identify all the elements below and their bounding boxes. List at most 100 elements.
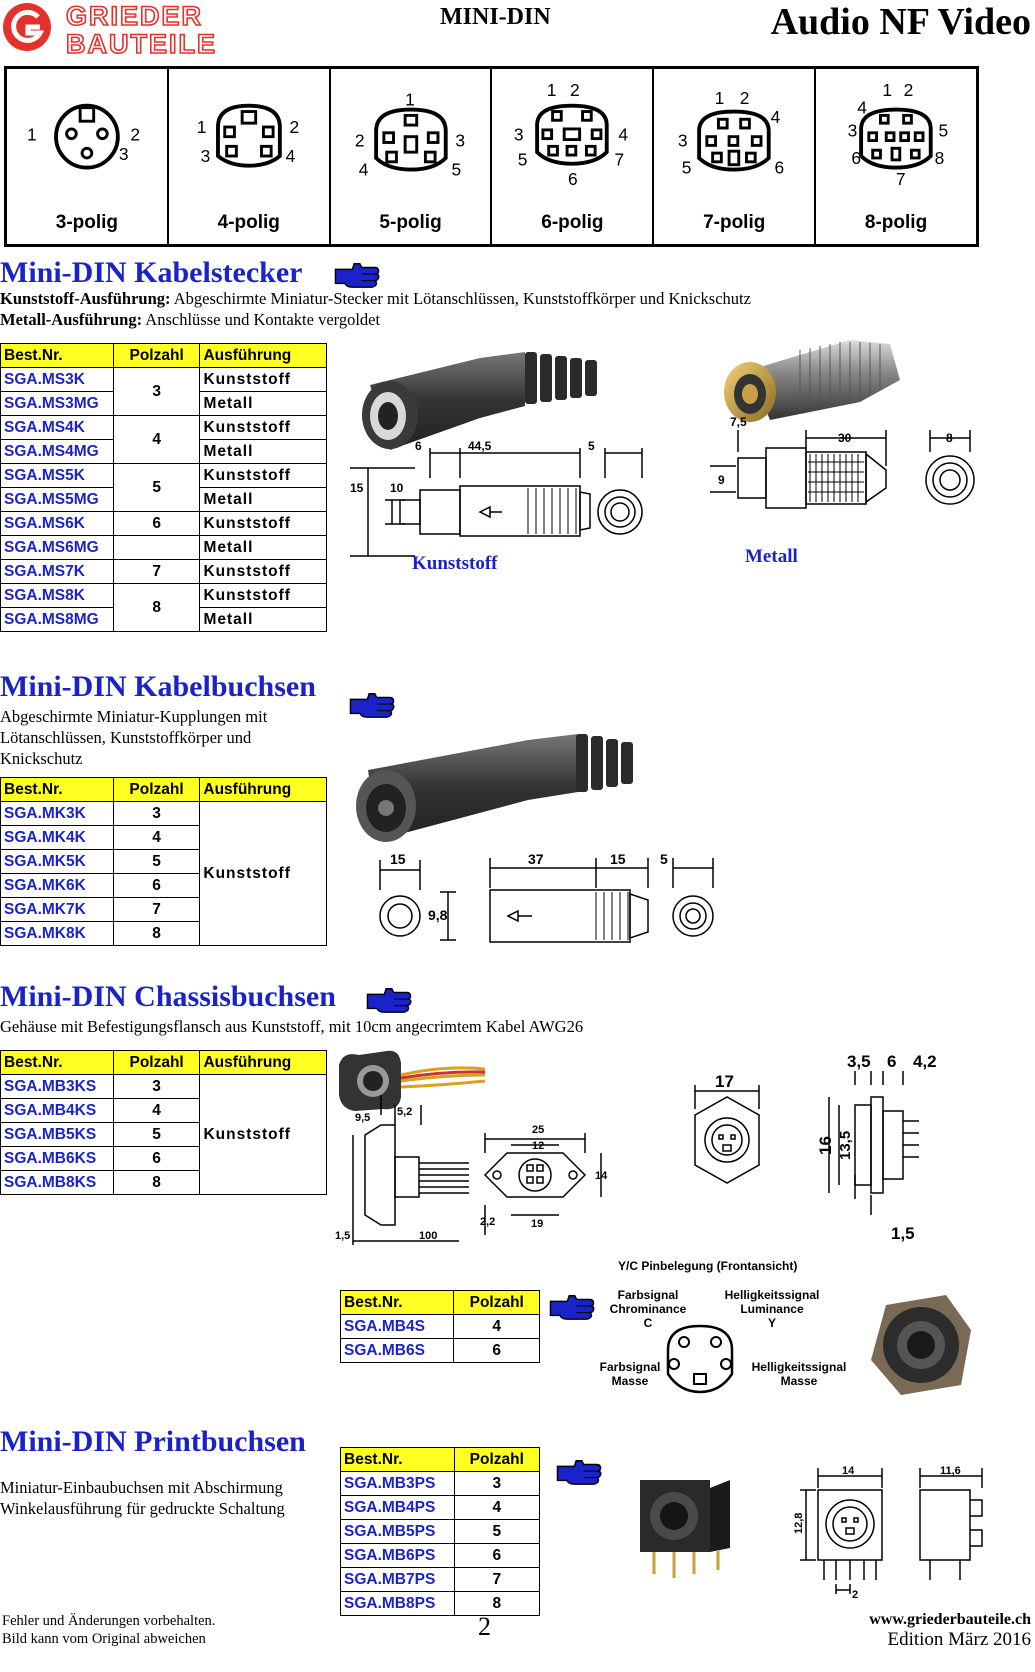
- part-number[interactable]: SGA.MK8K: [0, 921, 114, 946]
- part-number[interactable]: SGA.MB8KS: [0, 1170, 114, 1195]
- svg-text:19: 19: [531, 1218, 543, 1230]
- kabelbuchsen-title: Mini-DIN Kabelbuchsen: [0, 670, 316, 703]
- variant: Kunststoff: [199, 1074, 327, 1195]
- pole-count: [112, 535, 201, 560]
- part-number[interactable]: SGA.MB4KS: [0, 1098, 114, 1123]
- part-number[interactable]: SGA.MB4S: [339, 1314, 455, 1339]
- part-number[interactable]: SGA.MK3K: [0, 801, 114, 826]
- col-header-bestnr: Best.Nr.: [0, 1050, 114, 1075]
- pin-label-4pol: 4-polig: [217, 212, 280, 233]
- svg-text:5,2: 5,2: [397, 1106, 412, 1118]
- svg-text:2: 2: [570, 80, 580, 100]
- svg-text:3: 3: [514, 125, 524, 145]
- svg-text:1: 1: [197, 117, 207, 137]
- part-number[interactable]: SGA.MB6S: [339, 1338, 455, 1363]
- part-number[interactable]: SGA.MS5K: [0, 463, 114, 488]
- svg-text:3: 3: [200, 146, 210, 166]
- part-number[interactable]: SGA.MB3KS: [0, 1074, 114, 1099]
- variant: Metall: [199, 391, 327, 416]
- svg-text:1: 1: [547, 80, 557, 100]
- kabelstecker-desc-line1: Kunststoff-Ausführung: Abgeschirmte Mini…: [0, 289, 751, 308]
- part-number[interactable]: SGA.MB5KS: [0, 1122, 114, 1147]
- part-number[interactable]: SGA.MB3PS: [340, 1471, 455, 1496]
- col-header-bestnr: Best.Nr.: [0, 777, 114, 802]
- kabelbuchsen-desc: Abgeschirmte Miniatur-Kupplungen mit Löt…: [0, 706, 267, 769]
- svg-text:10: 10: [390, 481, 404, 495]
- svg-text:6: 6: [887, 1052, 896, 1071]
- col-header-bestnr: Best.Nr.: [340, 1447, 455, 1472]
- svg-text:13,5: 13,5: [837, 1131, 854, 1160]
- svg-text:100: 100: [419, 1230, 437, 1242]
- part-number[interactable]: SGA.MK5K: [0, 849, 114, 874]
- pole-count: 5: [112, 849, 201, 874]
- part-number[interactable]: SGA.MB4PS: [340, 1495, 455, 1520]
- pin-diagram-8pol: 1 2 4 3 5 6 8 7 8-polig: [816, 69, 976, 244]
- svg-text:1: 1: [27, 125, 37, 145]
- svg-text:9,5: 9,5: [355, 1112, 370, 1124]
- part-number[interactable]: SGA.MK4K: [0, 825, 114, 850]
- svg-text:12,8: 12,8: [793, 1513, 805, 1534]
- svg-text:3,5: 3,5: [847, 1052, 871, 1071]
- grieder-logo: GRIEDER BAUTEILE: [0, 0, 250, 60]
- part-number[interactable]: SGA.MS5MG: [0, 487, 114, 512]
- part-number[interactable]: SGA.MK6K: [0, 873, 114, 898]
- svg-text:4,2: 4,2: [913, 1052, 937, 1071]
- part-number[interactable]: SGA.MS7K: [0, 559, 114, 584]
- table-row: SGA.MS3MG Metall: [0, 391, 327, 416]
- svg-text:30: 30: [838, 431, 852, 445]
- pin-label-8pol: 8-polig: [864, 212, 928, 233]
- svg-text:11,6: 11,6: [940, 1465, 961, 1477]
- svg-text:4: 4: [358, 159, 368, 179]
- part-number[interactable]: SGA.MB6KS: [0, 1146, 114, 1171]
- table-header-row: Best.Nr. Polzahl Ausführung: [0, 343, 327, 368]
- variant: Kunststoff: [199, 367, 327, 392]
- footer-disclaimer: Fehler und Änderungen vorbehalten. Bild …: [2, 1612, 215, 1648]
- part-number[interactable]: SGA.MS6K: [0, 511, 114, 536]
- pin-7pol-icon: 1 2 3 4 5 6: [678, 88, 784, 178]
- part-number[interactable]: SGA.MS8MG: [0, 607, 114, 632]
- website-link[interactable]: www.griederbauteile.ch: [869, 1611, 1031, 1628]
- part-number[interactable]: SGA.MB6PS: [340, 1543, 455, 1568]
- part-number[interactable]: SGA.MS3K: [0, 367, 114, 392]
- part-number[interactable]: SGA.MS6MG: [0, 535, 114, 560]
- pin-5pol-icon: 1 2 3 4 5: [354, 90, 464, 180]
- svg-text:5: 5: [682, 157, 692, 177]
- part-number[interactable]: SGA.MS3MG: [0, 391, 114, 416]
- svg-text:7,5: 7,5: [730, 415, 747, 429]
- svg-text:8: 8: [946, 431, 953, 445]
- svg-text:2,2: 2,2: [480, 1216, 495, 1228]
- pin-4pol-icon: 1 2 3 4: [197, 103, 299, 168]
- col-header-polzahl: Polzahl: [112, 777, 201, 802]
- part-number[interactable]: SGA.MS4K: [0, 415, 114, 440]
- svg-text:1: 1: [715, 88, 725, 108]
- pin-diagram-7pol: 1 2 3 4 5 6 7-polig: [654, 69, 817, 244]
- part-number[interactable]: SGA.MS8K: [0, 583, 114, 608]
- kabelbuchsen-desc-line1: Abgeschirmte Miniatur-Kupplungen mit: [0, 707, 268, 726]
- kabelstecker-title: Mini-DIN Kabelstecker: [0, 256, 303, 289]
- svg-text:4: 4: [285, 146, 295, 166]
- part-number[interactable]: SGA.MK7K: [0, 897, 114, 922]
- variant: Kunststoff: [199, 801, 327, 946]
- pole-count: 8: [453, 1591, 541, 1616]
- chassis-socket-photo: [871, 1295, 971, 1395]
- part-number[interactable]: SGA.MB7PS: [340, 1567, 455, 1592]
- svg-text:15: 15: [350, 481, 364, 495]
- part-number[interactable]: SGA.MB8PS: [340, 1591, 455, 1616]
- part-number[interactable]: SGA.MB5PS: [340, 1519, 455, 1544]
- part-number[interactable]: SGA.MS4MG: [0, 439, 114, 464]
- pole-count: 4: [453, 1314, 540, 1339]
- caption-metall: Metall: [745, 546, 798, 567]
- pole-count: 3: [112, 801, 201, 826]
